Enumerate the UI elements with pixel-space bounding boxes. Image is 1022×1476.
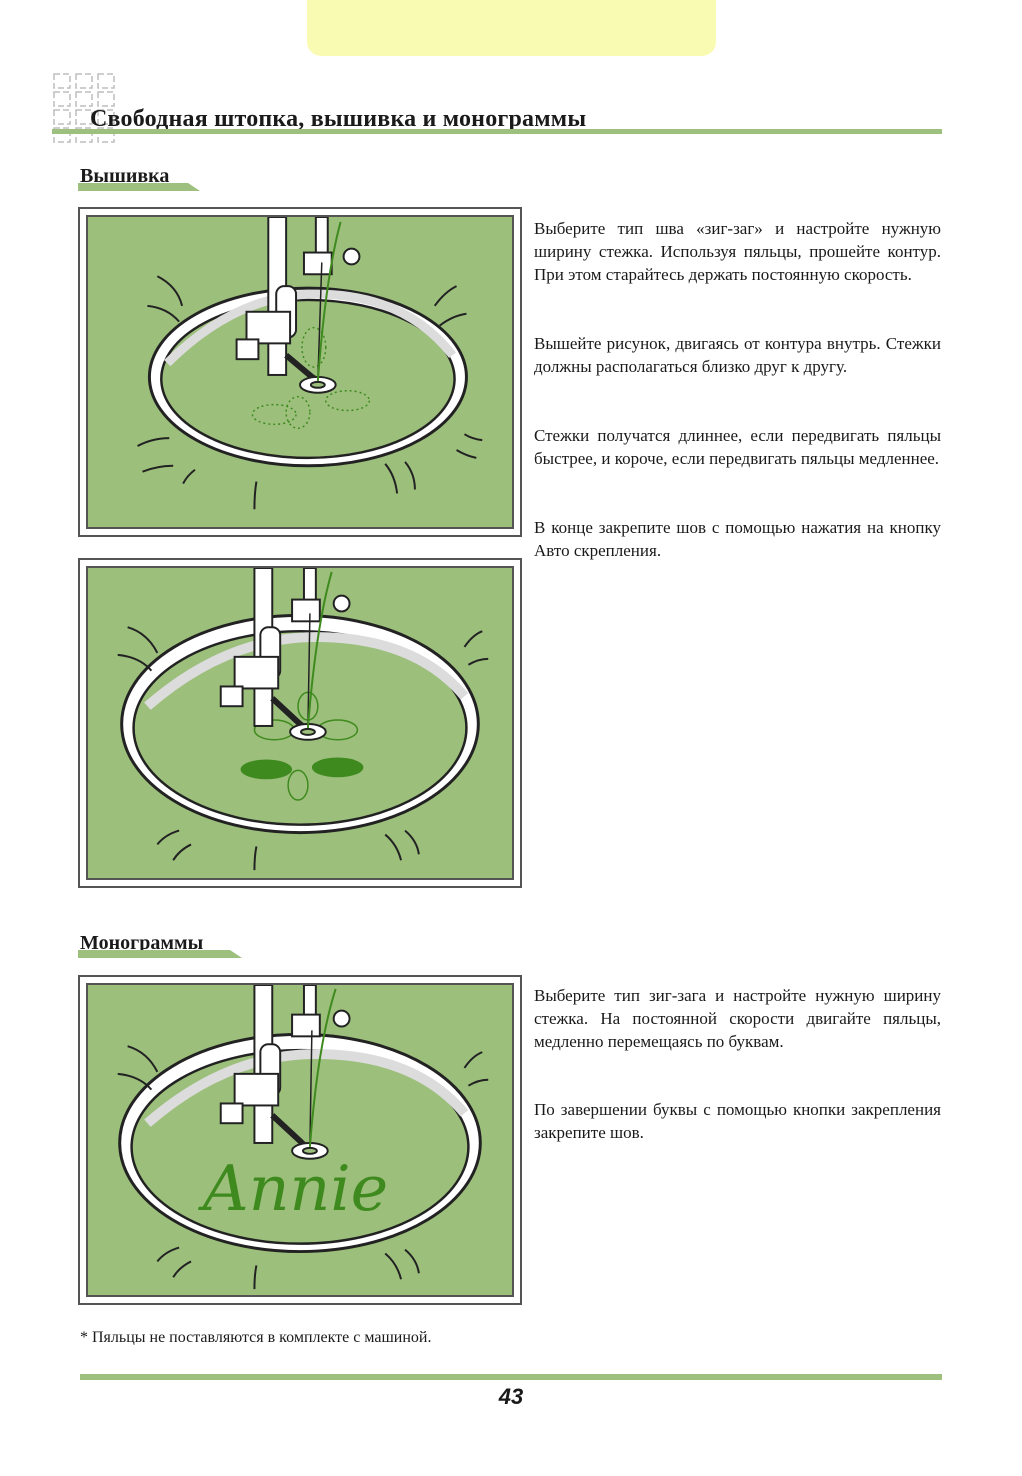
- monogram-illustration: Annie: [78, 975, 522, 1305]
- bottom-rule: [80, 1374, 942, 1380]
- page-title: Свободная штопка, вышивка и монограммы: [90, 106, 587, 132]
- embroidery-text-2: Вышейте рисунок, двигаясь от контура вну…: [534, 334, 941, 376]
- monogram-text-1: Выберите тип зиг-зага и настройте нужную…: [534, 986, 941, 1051]
- title-rule: [52, 129, 942, 134]
- embroidery-illustration-1: [78, 207, 522, 537]
- embroidery-text-1: Выберите тип шва «зиг-заг» и настройте н…: [534, 219, 941, 284]
- embroidery-heading-underline: [78, 183, 200, 191]
- header-tab-box: [307, 0, 716, 56]
- monogram-heading-underline: [78, 950, 242, 958]
- monogram-text-2: По завершении буквы с помощью кнопки зак…: [534, 1100, 941, 1142]
- embroidery-heading: Вышивка: [80, 165, 170, 187]
- embroidery-illustration-2: [78, 558, 522, 888]
- page-number: 43: [498, 1384, 524, 1409]
- monogram-heading: Монограммы: [80, 932, 204, 954]
- footnote: * Пяльцы не поставляются в комплекте с м…: [80, 1329, 432, 1346]
- grid-decoration-icon: [53, 73, 115, 143]
- monogram-word: Annie: [198, 1151, 388, 1225]
- embroidery-text-3: Стежки получатся длиннее, если передвига…: [534, 426, 941, 468]
- embroidery-text-4: В конце закрепите шов с помощью нажатия …: [534, 518, 941, 560]
